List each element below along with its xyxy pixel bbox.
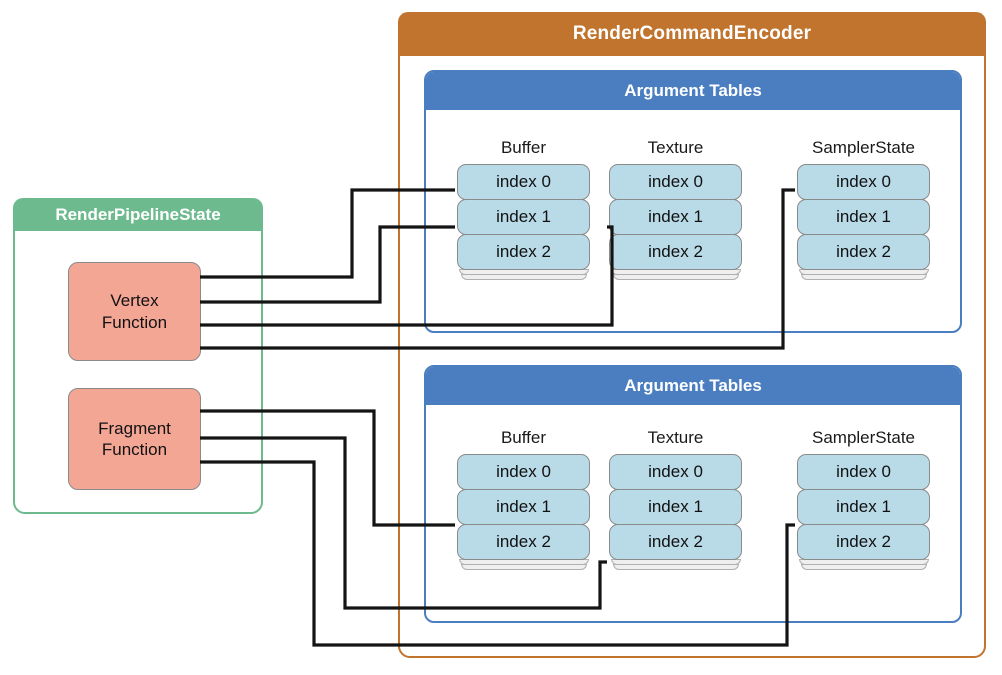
cell-buffer-1-index-0[interactable]: index 0	[457, 164, 590, 200]
cell-texture-2-index-0[interactable]: index 0	[609, 454, 742, 490]
argument-tables-title-1: Argument Tables	[624, 81, 762, 100]
vertex-function-label-line1: Vertex	[110, 291, 159, 311]
cell-stack-texture-2: index 0 index 1 index 2	[609, 454, 742, 570]
column-title-buffer-2: Buffer	[500, 428, 547, 447]
column-title-samplerstate-2: SamplerState	[812, 428, 915, 447]
cell-texture-1-index-0[interactable]: index 0	[609, 164, 742, 200]
cell-stack-shadow-2	[800, 564, 927, 570]
column-title-texture-2: Texture	[647, 428, 704, 447]
cell-texture-1-index-1[interactable]: index 1	[609, 199, 742, 235]
cell-samplerstate-1-index-2[interactable]: index 2	[797, 234, 930, 270]
cell-stack-shadow-2	[800, 274, 927, 280]
cell-stack-shadow-2	[612, 274, 739, 280]
cell-stack-shadow-2	[612, 564, 739, 570]
vertex-function-label-line2: Function	[101, 312, 168, 332]
cell-texture-1-index-2[interactable]: index 2	[609, 234, 742, 270]
vertex-function-box: Vertex Function	[68, 262, 201, 361]
column-buffer-1: Buffer index 0 index 1 index 2	[457, 138, 590, 280]
render-pipeline-state-title: RenderPipelineState	[55, 204, 221, 224]
argument-tables-header-1: Argument Tables	[426, 72, 960, 110]
cell-buffer-2-index-1[interactable]: index 1	[457, 489, 590, 525]
cell-stack-buffer-2: index 0 index 1 index 2	[457, 454, 590, 570]
render-pipeline-state-header: RenderPipelineState	[13, 198, 263, 231]
argument-tables-panel-1: Argument Tables Buffer index 0 index 1 i…	[424, 70, 962, 333]
cell-samplerstate-2-index-1[interactable]: index 1	[797, 489, 930, 525]
cell-stack-texture-1: index 0 index 1 index 2	[609, 164, 742, 280]
cell-texture-2-index-2[interactable]: index 2	[609, 524, 742, 560]
column-samplerstate-2: SamplerState index 0 index 1 index 2	[797, 428, 930, 570]
fragment-function-label-line1: Fragment	[98, 418, 171, 438]
argument-tables-title-2: Argument Tables	[624, 376, 762, 395]
argument-tables-header-2: Argument Tables	[426, 367, 960, 405]
cell-stack-buffer-1: index 0 index 1 index 2	[457, 164, 590, 280]
render-command-encoder-title: RenderCommandEncoder	[572, 23, 812, 44]
column-texture-1: Texture index 0 index 1 index 2	[609, 138, 742, 280]
column-title-samplerstate-1: SamplerState	[812, 138, 915, 157]
fragment-function-label-line2: Function	[101, 440, 168, 459]
argument-tables-panel-2: Argument Tables Buffer index 0 index 1 i…	[424, 365, 962, 623]
cell-stack-samplerstate-1: index 0 index 1 index 2	[797, 164, 930, 280]
cell-samplerstate-1-index-1[interactable]: index 1	[797, 199, 930, 235]
cell-stack-shadow-2	[460, 274, 587, 280]
cell-stack-samplerstate-2: index 0 index 1 index 2	[797, 454, 930, 570]
cell-samplerstate-2-index-2[interactable]: index 2	[797, 524, 930, 560]
cell-buffer-2-index-0[interactable]: index 0	[457, 454, 590, 490]
fragment-function-box: Fragment Function	[68, 388, 201, 490]
cell-stack-shadow-2	[460, 564, 587, 570]
cell-samplerstate-1-index-0[interactable]: index 0	[797, 164, 930, 200]
cell-samplerstate-2-index-0[interactable]: index 0	[797, 454, 930, 490]
column-texture-2: Texture index 0 index 1 index 2	[609, 428, 742, 570]
column-title-texture-1: Texture	[647, 138, 704, 157]
column-buffer-2: Buffer index 0 index 1 index 2	[457, 428, 590, 570]
cell-buffer-1-index-2[interactable]: index 2	[457, 234, 590, 270]
cell-buffer-1-index-1[interactable]: index 1	[457, 199, 590, 235]
column-samplerstate-1: SamplerState index 0 index 1 index 2	[797, 138, 930, 280]
column-title-buffer-1: Buffer	[500, 138, 547, 157]
render-command-encoder-header: RenderCommandEncoder	[398, 12, 986, 56]
cell-buffer-2-index-2[interactable]: index 2	[457, 524, 590, 560]
cell-texture-2-index-1[interactable]: index 1	[609, 489, 742, 525]
